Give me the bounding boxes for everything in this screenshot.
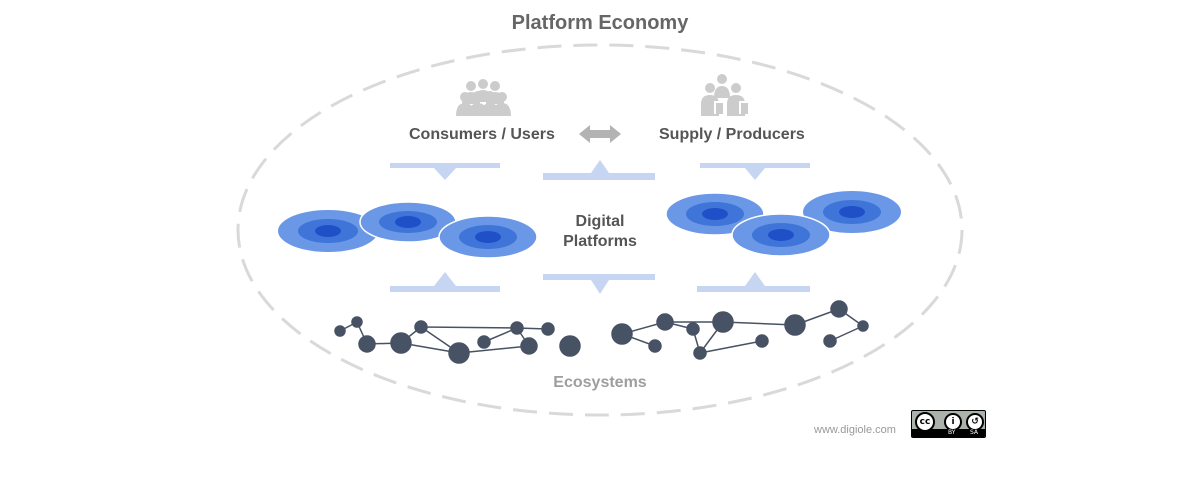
network-node xyxy=(334,325,346,337)
network-node xyxy=(712,311,734,333)
website-url[interactable]: www.digiole.com xyxy=(814,424,896,436)
platform-disc xyxy=(803,191,901,233)
exchange-arrow-icon xyxy=(579,125,621,143)
producers-icon xyxy=(701,74,748,116)
network-node xyxy=(448,342,470,364)
ecosystem-network-right xyxy=(611,300,869,360)
ecosystems-label: Ecosystems xyxy=(553,374,647,391)
network-node xyxy=(830,300,848,318)
digital-platforms-line1: Digital xyxy=(575,213,625,230)
economy-boundary xyxy=(236,43,964,417)
network-node xyxy=(414,320,428,334)
arrow-up-center xyxy=(543,160,655,180)
consumers-icon xyxy=(456,79,511,116)
network-node xyxy=(559,335,581,357)
sa-icon: ↺ xyxy=(966,413,984,431)
network-node xyxy=(611,323,633,345)
network-node xyxy=(358,335,376,353)
ecosystem-network-left xyxy=(334,316,581,364)
network-node xyxy=(656,313,674,331)
cc-icon: cc xyxy=(915,412,935,432)
platform-cluster-left xyxy=(278,201,538,259)
digital-platforms-label: Digital Platforms xyxy=(540,212,660,252)
network-node xyxy=(784,314,806,336)
consumers-label: Consumers / Users xyxy=(409,126,555,143)
network-node xyxy=(351,316,363,328)
arrow-up-left xyxy=(390,272,500,292)
network-node xyxy=(510,321,524,335)
network-node xyxy=(541,322,555,336)
network-node xyxy=(755,334,769,348)
platform-disc xyxy=(731,213,831,257)
network-node xyxy=(390,332,412,354)
platform-disc xyxy=(278,210,378,252)
license-by-text: BY xyxy=(948,429,956,436)
arrow-up-right xyxy=(697,272,810,292)
network-node xyxy=(648,339,662,353)
digital-platforms-line2: Platforms xyxy=(563,233,637,250)
arrow-down-right xyxy=(700,163,810,180)
platform-disc xyxy=(438,215,538,259)
creative-commons-icon[interactable]: cc i ↺ BY SA xyxy=(911,410,986,438)
license-bar xyxy=(912,429,985,437)
network-node xyxy=(686,322,700,336)
license-sa-text: SA xyxy=(970,429,979,436)
network-node xyxy=(823,334,837,348)
network-node xyxy=(693,346,707,360)
network-node xyxy=(520,337,538,355)
producers-label: Supply / Producers xyxy=(659,126,805,143)
network-node xyxy=(477,335,491,349)
arrow-down-left xyxy=(390,163,500,180)
by-icon: i xyxy=(944,413,962,431)
network-node xyxy=(857,320,869,332)
arrow-down-center xyxy=(543,274,655,294)
platform-cluster-right xyxy=(665,191,901,257)
page-title: Platform Economy xyxy=(511,12,689,34)
platform-disc xyxy=(359,201,457,243)
